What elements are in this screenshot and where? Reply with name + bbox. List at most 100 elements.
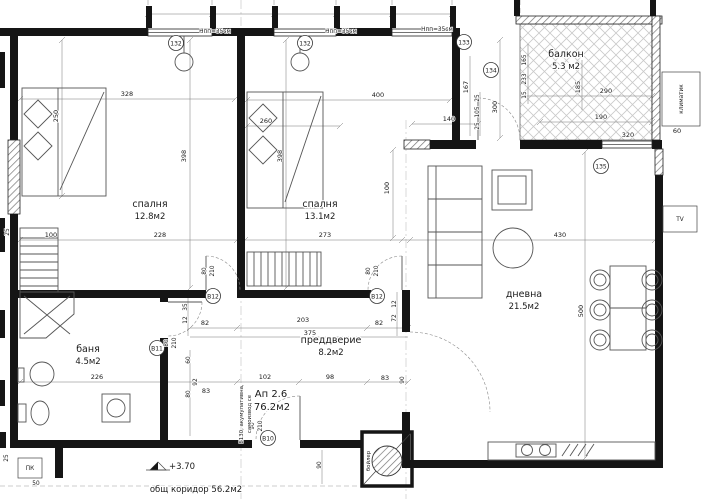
dim-label: 15 bbox=[522, 91, 528, 99]
dim-label: 25 bbox=[475, 122, 481, 130]
door-bedroom-1 bbox=[205, 255, 241, 291]
dim-label: ПК bbox=[26, 466, 34, 472]
dim-label: 226 bbox=[91, 373, 103, 381]
dim-label: 80 bbox=[186, 390, 192, 398]
dim-label: 250 bbox=[52, 110, 60, 122]
dim-label: 430 bbox=[554, 231, 566, 239]
marker-label: 134 bbox=[485, 67, 497, 74]
room-area: 21.5м2 bbox=[509, 302, 540, 312]
dim-label: 190 bbox=[595, 113, 607, 121]
dim-label: 80 bbox=[202, 267, 208, 275]
bed-2 bbox=[246, 91, 324, 209]
room-name: баня bbox=[76, 344, 100, 355]
external-units bbox=[17, 71, 701, 479]
dim-label: общ коридор 56.2м2 bbox=[150, 485, 242, 495]
wall-stub bbox=[514, 0, 520, 16]
room-area: 5.3 м2 bbox=[552, 62, 580, 72]
marker-label: В12 bbox=[371, 293, 383, 300]
dim-label: 72 bbox=[392, 314, 398, 322]
dim-label: Нпп=35см bbox=[421, 27, 453, 33]
marker-label: 133 bbox=[458, 39, 470, 46]
dim-label: климатик bbox=[679, 84, 685, 114]
marker-label: 132 bbox=[170, 40, 182, 47]
dim-label: 398 bbox=[180, 150, 188, 162]
dim-label: 82 bbox=[201, 319, 209, 327]
dim-label: Нпп=35см bbox=[325, 29, 357, 35]
dim-label: 400 bbox=[372, 91, 384, 99]
shower bbox=[19, 291, 75, 339]
dresser-2 bbox=[246, 251, 322, 287]
marker-circle bbox=[297, 35, 313, 51]
dim-label: 83 bbox=[381, 374, 389, 382]
dim-label: 203 bbox=[297, 316, 309, 324]
dim-label: 105 bbox=[475, 106, 481, 117]
dim-label: 12 bbox=[392, 300, 398, 308]
marker-circle bbox=[456, 34, 472, 50]
armchair bbox=[491, 169, 533, 211]
marker-label: 132 bbox=[299, 40, 311, 47]
dim-label: +3.70 bbox=[169, 462, 195, 472]
dim-label: 233 bbox=[522, 73, 528, 84]
dim-label: 35 bbox=[183, 303, 189, 311]
stove-icon bbox=[561, 443, 595, 457]
water-heater bbox=[371, 445, 403, 477]
dim-label: 273 bbox=[319, 231, 331, 239]
dim-label: 260 bbox=[260, 117, 272, 125]
kitchen-counter bbox=[487, 441, 656, 461]
dim-label: 290 bbox=[600, 87, 612, 95]
labels-layer: спалня12.8м2спалня13.1м2дневна21.5м2баня… bbox=[3, 26, 685, 496]
dining-set bbox=[589, 265, 663, 351]
level-mark bbox=[146, 461, 170, 471]
balcony-floor bbox=[519, 23, 653, 141]
apartment-name: Ап 2.6 bbox=[255, 389, 287, 400]
dim-label: 165 bbox=[522, 54, 528, 65]
dim-label: 60 bbox=[673, 127, 681, 135]
dim-label: 398 bbox=[276, 150, 284, 162]
furniture bbox=[17, 36, 663, 461]
apartment-area: 76.2м2 bbox=[254, 402, 290, 413]
dim-label: 210 bbox=[210, 265, 216, 276]
dim-label: 300 bbox=[491, 101, 499, 113]
door-hall-living bbox=[409, 331, 491, 413]
bath-sink bbox=[17, 361, 55, 387]
marker-label: В11 bbox=[151, 345, 163, 352]
window-133 bbox=[391, 28, 453, 37]
dim-label: 210 bbox=[258, 420, 264, 431]
door-entrance bbox=[255, 395, 301, 441]
ceiling-lamp-1 bbox=[174, 36, 194, 72]
dim-label: 210 bbox=[374, 265, 380, 276]
dim-label: 60 bbox=[186, 356, 192, 364]
dim-label: 228 bbox=[154, 231, 166, 239]
dim-label: 83 bbox=[202, 387, 210, 395]
room-name: балкон bbox=[548, 49, 584, 60]
marker-circle bbox=[168, 35, 184, 51]
room-area: 4.5м2 bbox=[75, 357, 100, 367]
walls bbox=[0, 6, 664, 478]
coffee-table bbox=[492, 227, 534, 269]
marker-circle bbox=[260, 430, 276, 446]
dim-label: 12 bbox=[183, 316, 189, 324]
dim-label: 185 bbox=[574, 81, 582, 93]
marker-circle bbox=[149, 340, 165, 356]
dim-label: TV bbox=[675, 217, 684, 223]
dim-label: 375 bbox=[304, 329, 316, 337]
dim-label: 25 bbox=[4, 454, 10, 462]
dim-label: самоизвод се bbox=[247, 394, 253, 433]
dim-label: Е130, акумулативна, bbox=[239, 384, 245, 444]
room-area: 8.2м2 bbox=[318, 348, 343, 358]
bed-1 bbox=[21, 87, 107, 197]
doors bbox=[167, 97, 521, 441]
dim-label: 100 bbox=[45, 231, 57, 239]
balcony-top-wall bbox=[515, 15, 663, 25]
dim-label: 25 bbox=[475, 94, 481, 102]
door-bathroom bbox=[167, 301, 203, 337]
wall-stub bbox=[650, 0, 656, 16]
dim-label: бойлер bbox=[365, 450, 372, 471]
room-name: дневна bbox=[506, 289, 542, 300]
dim-label: 167 bbox=[462, 81, 470, 93]
toilet bbox=[17, 400, 50, 426]
marker-label: В10 bbox=[262, 435, 274, 442]
dim-label: 328 bbox=[121, 90, 133, 98]
